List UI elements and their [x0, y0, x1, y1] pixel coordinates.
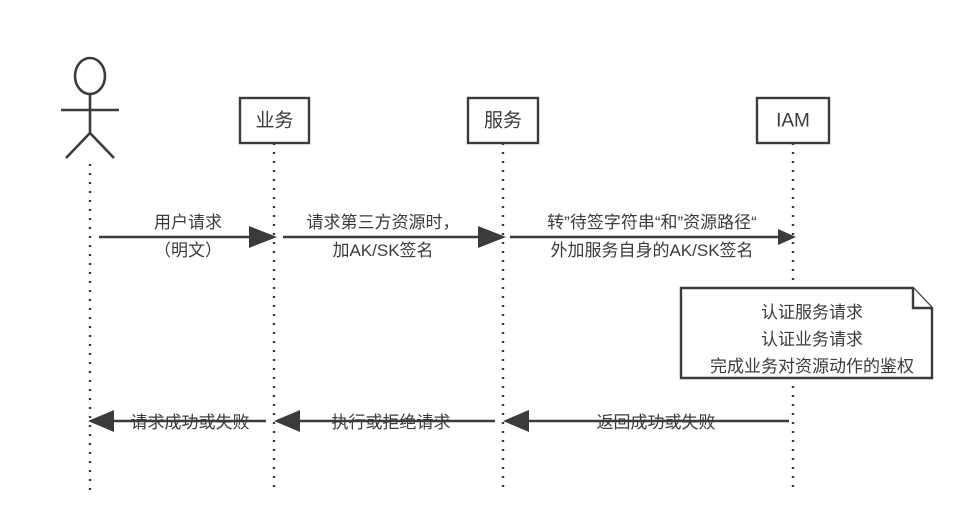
message-r2[interactable]: 执行或拒绝请求 [274, 410, 495, 432]
message-label-m1-line1: 用户请求 [154, 213, 222, 232]
message-label-m1-line2: （明文） [154, 241, 222, 260]
participant-svc[interactable]: 服务 [466, 96, 540, 490]
message-label-m2-line2: 加AK/SK签名 [332, 241, 433, 260]
participant-iam[interactable]: IAM [755, 96, 831, 490]
actor-leg-left [65, 132, 91, 159]
participant-box-biz[interactable] [238, 96, 311, 145]
message-m1[interactable]: 用户请求 （明文） [99, 213, 277, 260]
participant-label-biz: 业务 [255, 110, 293, 132]
message-label-m3-line2: 外加服务自身的AK/SK签名 [550, 241, 753, 260]
note-line-2: 认证业务请求 [761, 330, 863, 349]
arrow-head-r2 [274, 410, 300, 432]
participant-box-svc[interactable] [466, 96, 540, 145]
message-r3[interactable]: 返回成功或失败 [503, 410, 789, 432]
participant-actor[interactable] [61, 56, 119, 490]
arrow-head-m1 [249, 226, 277, 248]
message-label-r2: 执行或拒绝请求 [332, 413, 451, 432]
note-iam-processing[interactable]: 认证服务请求 认证业务请求 完成业务对资源动作的鉴权 [679, 286, 934, 380]
note-line-3: 完成业务对资源动作的鉴权 [710, 357, 914, 376]
arrow-head-m3 [778, 229, 796, 245]
actor-head-icon [73, 56, 107, 96]
arrow-head-r1 [88, 410, 114, 432]
arrow-head-m2 [478, 226, 506, 248]
message-label-r3: 返回成功或失败 [597, 413, 716, 432]
message-m3[interactable]: 转”待签字符串“和”资源路径“ 外加服务自身的AK/SK签名 [510, 213, 796, 260]
participant-label-svc: 服务 [484, 110, 522, 132]
participant-biz[interactable]: 业务 [238, 96, 311, 490]
participant-label-iam: IAM [776, 111, 810, 132]
message-r1[interactable]: 请求成功或失败 [88, 410, 266, 432]
actor-leg-right [89, 132, 115, 159]
message-label-m3-line1: 转”待签字符串“和”资源路径“ [547, 213, 757, 232]
note-line-1: 认证服务请求 [761, 303, 863, 322]
note-folded-corner-icon [911, 288, 932, 310]
note-box[interactable] [679, 286, 934, 380]
message-m2[interactable]: 请求第三方资源时， 加AK/SK签名 [283, 213, 506, 260]
message-label-r1: 请求成功或失败 [131, 413, 250, 432]
message-label-m2-line1: 请求第三方资源时， [307, 213, 460, 232]
arrow-head-r3 [503, 410, 529, 432]
